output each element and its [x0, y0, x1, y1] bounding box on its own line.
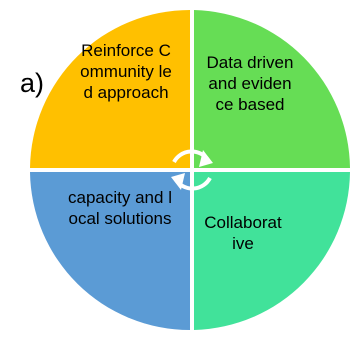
- segment-label-data-driven: Data driven and evidence based: [206, 53, 294, 114]
- segment-top-right-shape: [194, 10, 350, 168]
- cycle-arrowhead-top-icon: [199, 150, 213, 167]
- segment-bottom-left-shape: [30, 172, 190, 330]
- segment-label-community: Reinforce Community led approach: [80, 41, 172, 102]
- segment-bottom-right-shape: [194, 172, 350, 330]
- segment-label-capacity: capacity and local solutions: [68, 188, 172, 228]
- segment-label-collaborative: Collaborative: [204, 213, 282, 253]
- cycle-arrows-icon: [171, 149, 213, 191]
- panel-label: a): [20, 68, 45, 98]
- cycle-arrowhead-bottom-icon: [171, 173, 185, 190]
- segment-top-left-shape: [30, 9, 190, 168]
